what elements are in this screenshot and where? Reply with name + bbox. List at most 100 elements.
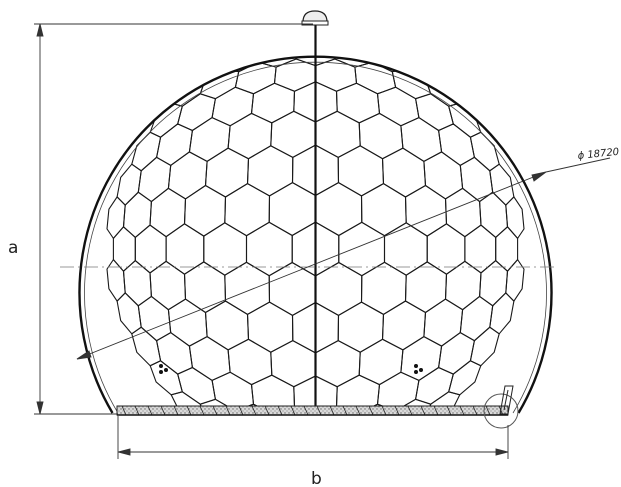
hex-panel bbox=[437, 331, 476, 375]
hex-panel bbox=[360, 182, 407, 237]
hex-panel bbox=[246, 145, 294, 197]
foundation-post bbox=[173, 405, 179, 416]
foundation-post bbox=[238, 405, 244, 416]
hex-panel bbox=[188, 335, 231, 382]
hex-panel bbox=[464, 224, 497, 274]
hex-panel bbox=[414, 93, 454, 132]
hex-panel bbox=[224, 182, 271, 237]
hex-panel bbox=[116, 292, 142, 335]
hex-panel bbox=[149, 360, 183, 396]
hex-panel bbox=[505, 258, 525, 302]
foundation-post bbox=[121, 405, 127, 416]
hex-panel bbox=[334, 431, 373, 454]
height-dimension bbox=[34, 23, 313, 415]
hex-panel bbox=[459, 295, 494, 342]
foundation-post bbox=[147, 405, 153, 416]
hex-panel bbox=[370, 426, 408, 448]
foundation-post bbox=[290, 405, 296, 416]
foundation-post bbox=[459, 405, 465, 416]
hex-panel bbox=[224, 261, 271, 316]
width-dimension-label: b bbox=[311, 469, 322, 487]
hex-panel bbox=[199, 398, 240, 414]
hex-panel bbox=[167, 298, 208, 347]
foundation-post bbox=[212, 405, 218, 416]
hex-panel bbox=[360, 261, 407, 316]
hex-panel bbox=[106, 258, 126, 302]
foundation-post bbox=[199, 405, 205, 416]
hex-panel bbox=[437, 123, 476, 167]
hex-panel bbox=[314, 58, 358, 92]
foundation-post bbox=[446, 405, 452, 416]
foundation-post bbox=[420, 405, 426, 416]
hex-panel bbox=[448, 360, 482, 396]
hex-panel bbox=[489, 292, 515, 335]
hex-panel bbox=[183, 184, 227, 237]
hex-panel bbox=[155, 331, 194, 375]
diameter-leader bbox=[76, 157, 611, 360]
hex-panel bbox=[314, 261, 363, 317]
hex-panel bbox=[268, 181, 317, 237]
hex-panel bbox=[258, 431, 297, 454]
hex-panel bbox=[273, 58, 317, 92]
hex-panel bbox=[177, 93, 217, 132]
hex-panel bbox=[338, 221, 386, 277]
vent-marks-right bbox=[414, 364, 423, 374]
foundation-post bbox=[160, 405, 166, 416]
hex-panel bbox=[354, 403, 397, 414]
hex-panel bbox=[245, 221, 293, 277]
hex-panel bbox=[489, 163, 515, 206]
hex-panel bbox=[391, 398, 432, 414]
hex-panel bbox=[423, 298, 464, 347]
foundation-post bbox=[433, 405, 439, 416]
foundation-post bbox=[277, 405, 283, 416]
hex-panel bbox=[505, 196, 525, 240]
foundation-post bbox=[394, 405, 400, 416]
hex-panel bbox=[376, 371, 420, 412]
hex-panel bbox=[268, 261, 317, 317]
foundation-post bbox=[303, 405, 309, 416]
foundation-post bbox=[316, 405, 322, 416]
hex-panel bbox=[106, 196, 126, 240]
hex-panel bbox=[400, 335, 443, 382]
hex-panel bbox=[234, 403, 277, 414]
hex-panel bbox=[270, 110, 317, 159]
hex-panel bbox=[211, 371, 255, 412]
foundation-post bbox=[251, 405, 257, 416]
foundation-post bbox=[381, 405, 387, 416]
hex-panel bbox=[137, 156, 172, 203]
hex-panel bbox=[224, 426, 262, 448]
hex-panel bbox=[404, 184, 448, 237]
foundation-post bbox=[342, 405, 348, 416]
hex-panel bbox=[337, 145, 385, 197]
foundation-post bbox=[264, 405, 270, 416]
diameter-label: ϕ 18720 bbox=[577, 147, 620, 162]
hex-panel bbox=[134, 224, 167, 274]
hex-panel bbox=[116, 163, 142, 206]
hex-panel bbox=[469, 326, 500, 367]
foundation-post bbox=[329, 405, 335, 416]
foundation-post bbox=[368, 405, 374, 416]
foundation-post bbox=[355, 405, 361, 416]
hex-panel bbox=[137, 295, 172, 342]
hex-panel bbox=[155, 123, 194, 167]
hexagonal-panel-grid bbox=[106, 56, 525, 454]
foundation-post bbox=[225, 405, 231, 416]
foundation-post bbox=[472, 405, 478, 416]
height-dimension-label: a bbox=[8, 238, 18, 258]
top-vent-cap bbox=[301, 10, 329, 26]
detail-callout-circle bbox=[483, 393, 519, 429]
hex-panel bbox=[177, 366, 217, 405]
hex-panel bbox=[314, 110, 361, 159]
door-detail bbox=[499, 385, 514, 415]
hex-panel bbox=[314, 181, 363, 237]
foundation-post bbox=[485, 405, 491, 416]
hex-panel bbox=[112, 226, 136, 272]
width-dimension bbox=[117, 416, 509, 459]
foundation-post bbox=[407, 405, 413, 416]
hex-panel bbox=[414, 366, 454, 405]
vent-marks-left bbox=[159, 364, 168, 374]
foundation-post bbox=[134, 405, 140, 416]
foundation-post bbox=[186, 405, 192, 416]
foundation-posts bbox=[121, 405, 504, 416]
